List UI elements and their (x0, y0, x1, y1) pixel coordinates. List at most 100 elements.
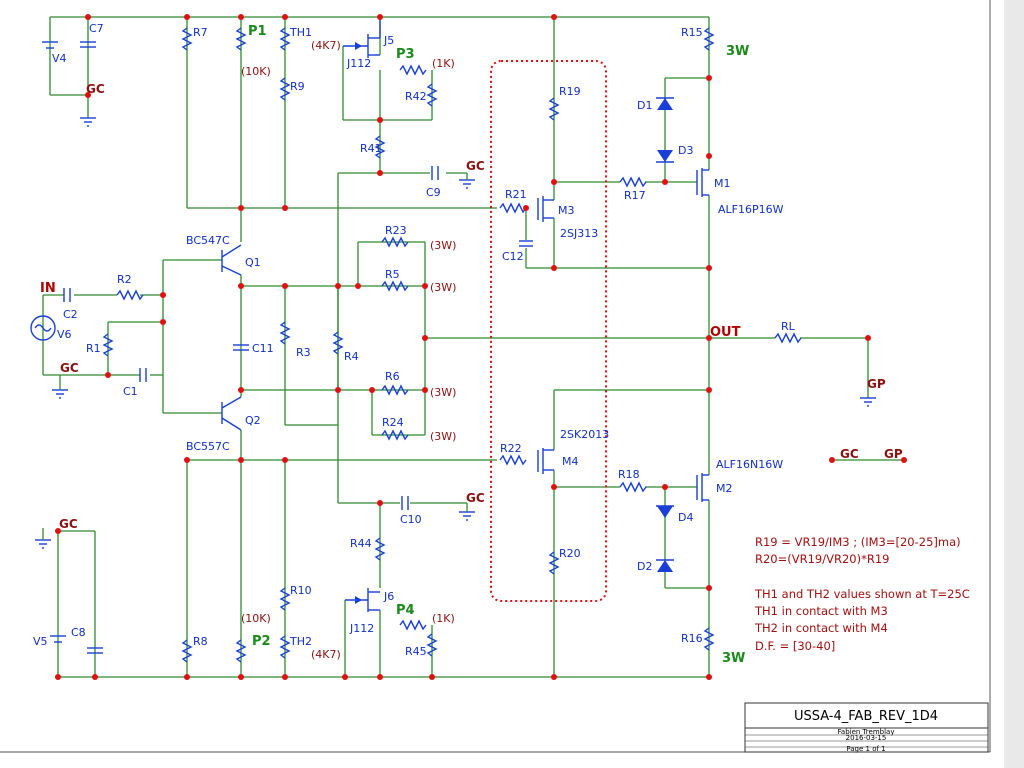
label-p2: P2 (252, 634, 271, 649)
net-gp-load: GP (867, 377, 886, 391)
label-c8: C8 (71, 626, 86, 639)
value-r5: (3W) (430, 281, 456, 294)
value-labels: (10K) (4K7) (1K) (3W) (3W) (3W) (3W) (10… (241, 24, 749, 666)
note-line-5: TH2 in contact with M4 (754, 621, 888, 635)
label-q1: Q1 (245, 256, 261, 269)
label-r6: R6 (385, 370, 400, 383)
net-labels: IN OUT GC GC GC GC GC GP GC GP (40, 82, 903, 531)
design-notes: R19 = VR19/IM3 ; (IM3=[20-25]ma) R20=(VR… (754, 535, 970, 653)
label-r19: R19 (559, 85, 581, 98)
component-symbols (30, 17, 876, 663)
label-r42: R42 (405, 90, 427, 103)
label-c9: C9 (426, 186, 441, 199)
label-m2: M2 (716, 482, 733, 495)
label-m3: M3 (558, 204, 575, 217)
label-c11: C11 (252, 342, 274, 355)
value-r24: (3W) (430, 430, 456, 443)
label-d2: D2 (637, 560, 652, 573)
label-c12: C12 (502, 250, 524, 263)
label-r18: R18 (618, 468, 640, 481)
label-m4: M4 (562, 455, 579, 468)
note-line-6: D.F. = [30-40] (755, 639, 835, 653)
net-gc-c9: GC (466, 159, 485, 173)
label-m2-type: ALF16N16W (716, 458, 783, 471)
label-r24: R24 (382, 416, 404, 429)
net-gc-top: GC (86, 82, 105, 96)
label-j6-type: J112 (349, 622, 374, 635)
label-r23: R23 (385, 224, 407, 237)
title-block: USSA-4_FAB_REV_1D4 Fabien Tremblay 2016-… (744, 702, 989, 753)
label-r8: R8 (193, 635, 208, 648)
label-j6: J6 (383, 590, 394, 603)
value-r16-power: 3W (722, 651, 745, 666)
value-p4: (1K) (432, 612, 455, 625)
label-rl: RL (781, 320, 796, 333)
label-r2: R2 (117, 273, 132, 286)
label-r10: R10 (290, 584, 312, 597)
label-q2: Q2 (245, 414, 261, 427)
value-p1: (10K) (241, 65, 271, 78)
label-r9: R9 (290, 80, 305, 93)
title-author: Fabien Tremblay (838, 728, 895, 736)
net-gc-link: GC (840, 447, 859, 461)
label-d4: D4 (678, 511, 693, 524)
label-q2-type: BC557C (186, 440, 230, 453)
label-r17: R17 (624, 189, 646, 202)
thermal-coupling-box (490, 60, 607, 602)
label-c1: C1 (123, 385, 138, 398)
note-line-4: TH1 in contact with M3 (754, 604, 888, 618)
label-m1-type: ALF16P16W (718, 203, 784, 216)
label-v6: V6 (57, 328, 72, 341)
component-labels: C7 V4 R7 TH1 R9 J5 J112 R42 R41 C9 R19 R… (33, 22, 796, 658)
label-j5-type: J112 (346, 57, 371, 70)
label-p1: P1 (248, 24, 267, 39)
net-gp-link: GP (884, 447, 903, 461)
note-line-3: TH1 and TH2 values shown at T=25C (754, 587, 970, 601)
label-m1: M1 (714, 177, 731, 190)
value-p3: (1K) (432, 57, 455, 70)
label-r16: R16 (681, 632, 703, 645)
label-r20: R20 (559, 547, 581, 560)
label-d1: D1 (637, 99, 652, 112)
label-r7: R7 (193, 26, 208, 39)
label-r44: R44 (350, 537, 372, 550)
label-q1-type: BC547C (186, 234, 230, 247)
value-th2: (4K7) (311, 648, 341, 661)
value-r6: (3W) (430, 386, 456, 399)
net-gc-input: GC (60, 361, 79, 375)
label-v4: V4 (52, 52, 67, 65)
label-v5: V5 (33, 635, 48, 648)
label-r45: R45 (405, 645, 427, 658)
label-th1: TH1 (289, 26, 312, 39)
note-line-1: R19 = VR19/IM3 ; (IM3=[20-25]ma) (755, 535, 961, 549)
label-c2: C2 (63, 308, 78, 321)
label-th2: TH2 (289, 635, 312, 648)
net-in: IN (40, 281, 56, 296)
label-r4: R4 (344, 350, 359, 363)
label-m4-type: 2SK2013 (560, 428, 609, 441)
net-gc-bottom: GC (59, 517, 78, 531)
label-r5: R5 (385, 268, 400, 281)
title-page: Page 1 of 1 (846, 745, 885, 753)
label-r22: R22 (500, 442, 522, 455)
value-th1: (4K7) (311, 39, 341, 52)
label-p4: P4 (396, 603, 415, 618)
label-r15: R15 (681, 26, 703, 39)
junctions (55, 14, 907, 680)
label-c10: C10 (400, 513, 422, 526)
label-c7: C7 (89, 22, 104, 35)
label-r41: R41 (360, 142, 382, 155)
net-gc-c10: GC (466, 491, 485, 505)
net-out: OUT (710, 325, 741, 340)
label-m3-type: 2SJ313 (560, 227, 598, 240)
label-r21: R21 (505, 188, 527, 201)
title-date: 2016-03-15 (846, 734, 887, 742)
value-r23: (3W) (430, 239, 456, 252)
value-r15-power: 3W (726, 44, 749, 59)
value-p2: (10K) (241, 612, 271, 625)
label-p3: P3 (396, 47, 415, 62)
label-r1: R1 (86, 342, 101, 355)
label-d3: D3 (678, 144, 693, 157)
label-j5: J5 (383, 34, 394, 47)
